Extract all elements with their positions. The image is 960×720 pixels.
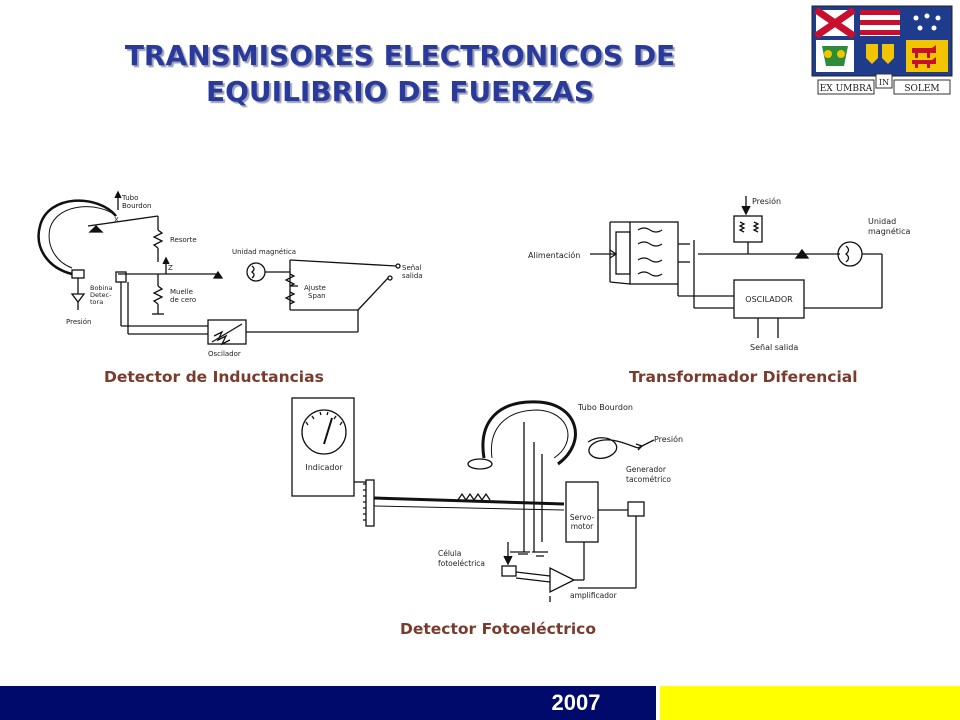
footer-separator (656, 686, 660, 720)
footer-bar: 2007 (0, 686, 960, 720)
label-tora: tora (90, 298, 103, 306)
caption-detector-inductancias: Detector de Inductancias (104, 368, 324, 386)
label-tubo: Tubo (121, 194, 138, 202)
label-magnetica-td: magnética (868, 226, 911, 236)
label-unidad-td: Unidad (868, 217, 896, 226)
label-alimentacion: Alimentación (528, 250, 580, 260)
label-x: X (114, 216, 119, 224)
label-senal: Señal (402, 264, 421, 272)
label-generador: Generador (626, 465, 667, 474)
label-presion-fe: Presión (654, 434, 683, 444)
label-tacometrico: tacométrico (626, 475, 671, 484)
university-crest-logo: EX UMBRA IN SOLEM (808, 4, 956, 98)
caption-detector-fotoelectrico: Detector Fotoeléctrico (400, 620, 596, 638)
label-presion-td: Presión (752, 196, 781, 206)
label-salida: salida (402, 272, 423, 280)
label-servo: Servo- (570, 513, 595, 522)
title-line-2: EQUILIBRIO DE FUERZAS (205, 75, 595, 108)
slide-title: TRANSMISORES ELECTRONICOS DE EQUILIBRIO … (60, 38, 740, 110)
crest-motto-left: EX UMBRA (820, 84, 873, 94)
caption-transformador-diferencial: Transformador Diferencial (629, 368, 858, 386)
diagram-detector-inductancias: X Tubo Bourdon Resorte Z Muelle de cero … (28, 186, 428, 362)
label-muelle: Muelle (170, 288, 193, 296)
label-amplificador: amplificador (570, 591, 618, 600)
label-detec: Detec- (90, 291, 112, 299)
label-resorte: Resorte (170, 236, 197, 244)
label-oscilador: Oscilador (208, 350, 241, 358)
label-oscilador-td: OSCILADOR (745, 295, 793, 304)
label-senal-salida-td: Señal salida (750, 343, 798, 352)
label-span: Span (308, 292, 326, 300)
label-de-cero: de cero (170, 296, 196, 304)
label-ajuste: Ajuste (304, 284, 326, 292)
footer-left-band: 2007 (0, 686, 656, 720)
title-line-1: TRANSMISORES ELECTRONICOS DE (124, 39, 676, 72)
label-bourdon: Bourdon (122, 202, 151, 210)
footer-right-band (660, 686, 960, 720)
label-tubo-bourdon: Tubo Bourdon (577, 403, 633, 412)
footer-year: 2007 (551, 690, 601, 715)
crest-motto-center: IN (879, 78, 889, 87)
crest-motto-right: SOLEM (904, 84, 939, 94)
label-z: Z (168, 264, 173, 272)
label-celula: Célula (438, 549, 461, 558)
label-presion: Presión (66, 318, 91, 326)
label-bobina: Bobina (90, 284, 112, 292)
label-unidad: Unidad magnética (232, 248, 296, 256)
label-fotoelectrica: fotoeléctrica (438, 559, 485, 568)
diagram-detector-fotoelectrico: Indicador Tubo Bourdon Presión Servo- mo… (288, 392, 698, 610)
label-motor: motor (571, 522, 594, 531)
diagram-transformador-diferencial: Presión Unidad magnética Alimentación (520, 192, 940, 362)
label-indicador: Indicador (305, 463, 343, 472)
